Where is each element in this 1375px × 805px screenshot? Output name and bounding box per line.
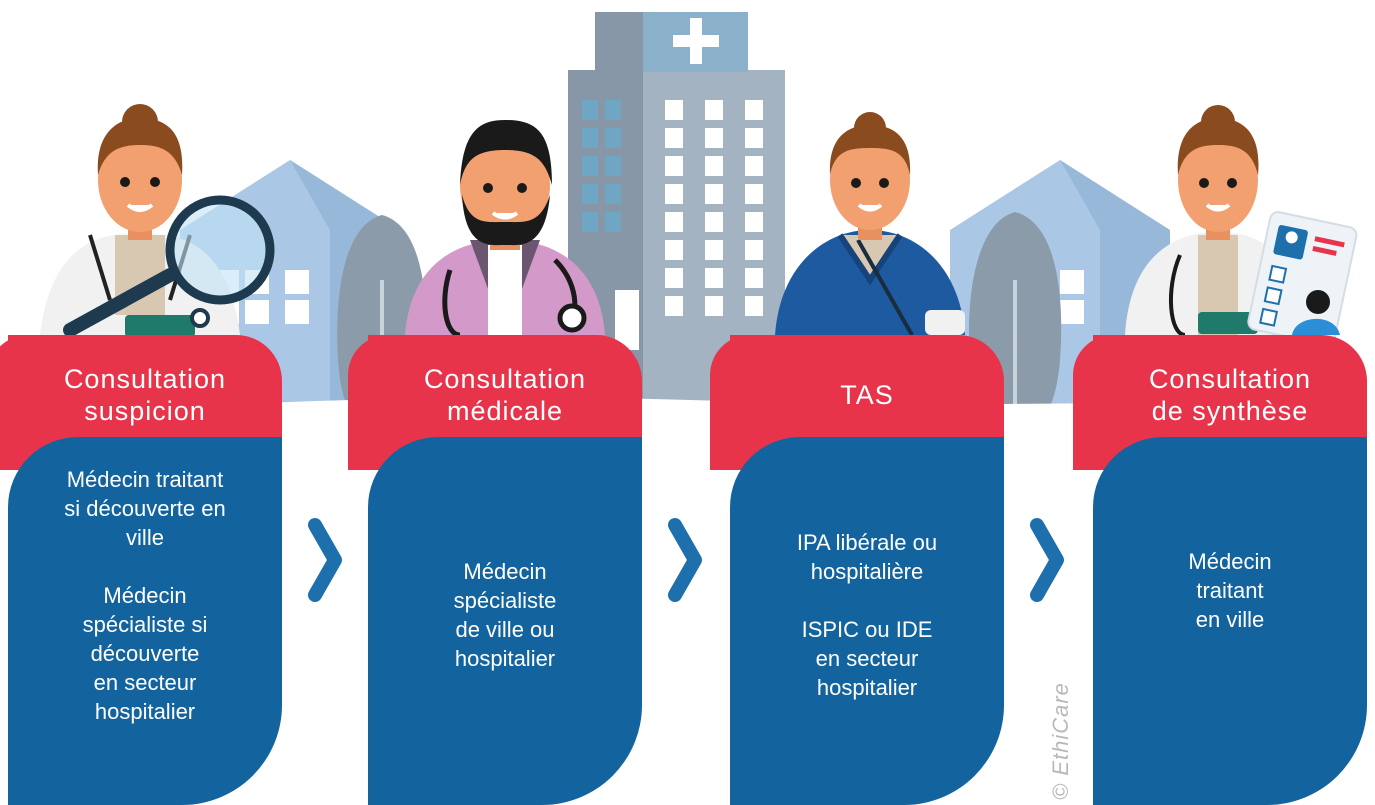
step-body <box>1093 437 1367 805</box>
step-body <box>368 437 642 805</box>
step-card-consultation-synthese: Consultation de synthèse Médecin traitan… <box>1073 335 1367 805</box>
hospital-building-icon <box>568 12 785 410</box>
step-description: Médecin spécialiste de ville ou hospital… <box>453 559 557 671</box>
chevron-right-icon <box>1030 518 1064 602</box>
doctor-file-illustration <box>1125 105 1358 346</box>
step-title: TAS <box>840 380 894 410</box>
bearded-doctor-illustration <box>405 120 605 338</box>
step-description: Médecin traitant en ville <box>1188 548 1272 632</box>
step-card-consultation-suspicion: Consultation suspicion Médecin traitant … <box>0 335 282 805</box>
step-card-consultation-medicale: Consultation médicale Médecin spécialist… <box>348 335 642 805</box>
step-body <box>8 437 282 805</box>
nurse-illustration <box>775 112 965 336</box>
chevron-right-icon <box>308 518 342 602</box>
step-card-tas: TAS IPA libérale ou hospitalière ISPIC o… <box>710 335 1004 805</box>
step-title: Consultation médicale <box>423 364 587 426</box>
doctor-magnifier-illustration <box>40 104 275 337</box>
chevron-right-icon <box>668 518 702 602</box>
copyright-watermark: © EthiCare <box>1048 682 1073 800</box>
step-title: Consultation de synthèse <box>1148 364 1312 426</box>
step-body <box>730 437 1004 805</box>
step-title: Consultation suspicion <box>63 364 227 426</box>
step-description: Médecin traitant si découverte en ville … <box>64 467 226 724</box>
step-description: IPA libérale ou hospitalière ISPIC ou ID… <box>796 530 938 700</box>
